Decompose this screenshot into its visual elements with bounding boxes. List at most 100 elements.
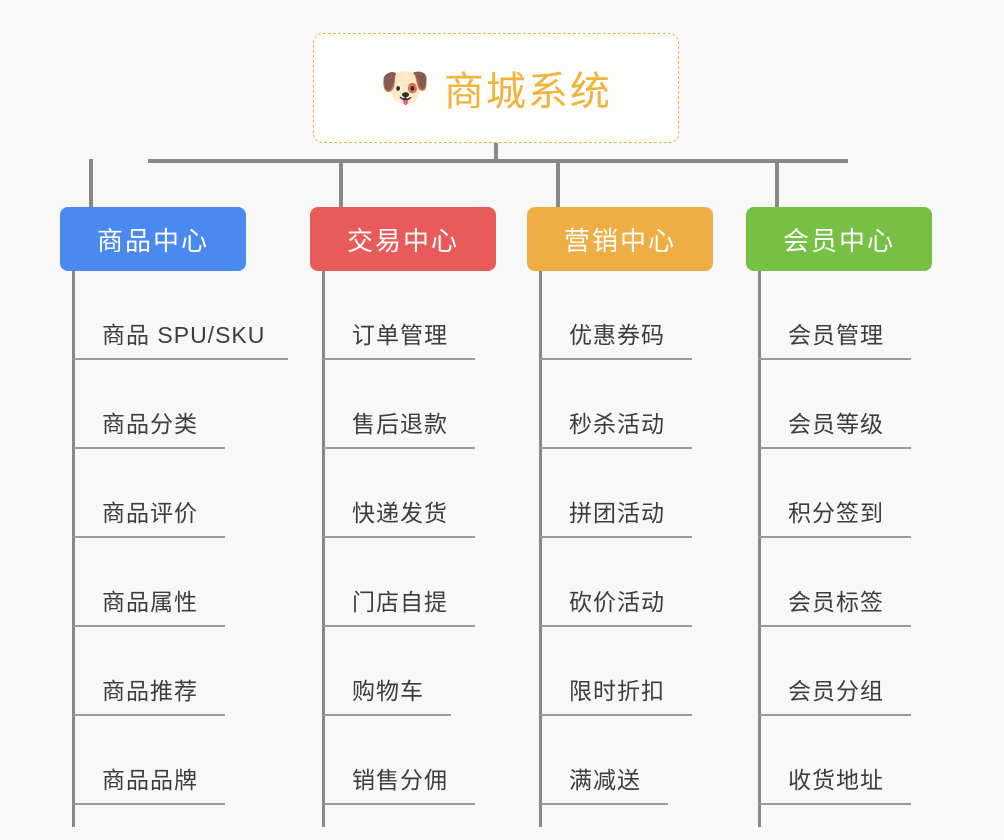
root-title: 商城系统	[443, 70, 612, 114]
leaf-label: 商品评价	[102, 500, 198, 526]
leaf-label: 商品属性	[102, 589, 198, 615]
leaf-item[interactable]: 商品 SPU/SKU	[60, 271, 288, 360]
leaf-label: 限时折扣	[569, 678, 665, 704]
branch-column-3: 营销中心优惠券码秒杀活动拼团活动砍价活动限时折扣满减送	[527, 207, 713, 827]
leaf-label: 销售分佣	[352, 767, 448, 793]
leaf-label: 收货地址	[788, 767, 884, 793]
leaf-underline	[323, 358, 475, 360]
leaf-underline	[73, 803, 225, 805]
leaf-item[interactable]: 会员分组	[746, 627, 932, 716]
branch-drop-connector-1	[89, 159, 93, 207]
leaf-underline	[73, 625, 225, 627]
leaf-label: 会员等级	[788, 411, 884, 437]
leaf-list-2: 订单管理售后退款快递发货门店自提购物车销售分佣	[310, 271, 496, 805]
leaf-label: 优惠券码	[569, 322, 665, 348]
leaf-underline	[323, 625, 475, 627]
leaf-underline	[759, 625, 911, 627]
leaf-item[interactable]: 门店自提	[310, 538, 496, 627]
leaf-item[interactable]: 购物车	[310, 627, 496, 716]
branch-header-label: 会员中心	[782, 225, 895, 256]
leaf-item[interactable]: 拼团活动	[527, 449, 713, 538]
leaf-item[interactable]: 会员等级	[746, 360, 932, 449]
leaf-underline	[323, 803, 475, 805]
branch-header-label: 交易中心	[346, 225, 459, 256]
leaf-item[interactable]: 商品品牌	[60, 716, 246, 805]
leaf-label: 秒杀活动	[569, 411, 665, 437]
leaf-item[interactable]: 积分签到	[746, 449, 932, 538]
branch-drop-connector-3	[556, 159, 560, 207]
leaf-label: 商品品牌	[102, 767, 198, 793]
leaf-item[interactable]: 售后退款	[310, 360, 496, 449]
leaf-label: 商品推荐	[102, 678, 198, 704]
root-stem-connector	[494, 143, 498, 163]
leaf-underline	[540, 447, 692, 449]
leaf-underline	[73, 714, 225, 716]
branch-column-2: 交易中心订单管理售后退款快递发货门店自提购物车销售分佣	[310, 207, 496, 827]
leaf-underline	[759, 358, 911, 360]
leaf-list-4: 会员管理会员等级积分签到会员标签会员分组收货地址	[746, 271, 932, 805]
shiba-dog-face-icon: 🐶	[380, 66, 430, 110]
horizontal-bus-connector	[148, 159, 848, 163]
leaf-item[interactable]: 会员管理	[746, 271, 932, 360]
branch-header-3[interactable]: 营销中心	[527, 207, 713, 271]
leaf-item[interactable]: 会员标签	[746, 538, 932, 627]
branch-drop-connector-4	[775, 159, 779, 207]
branch-column-1: 商品中心商品 SPU/SKU 商品分类商品评价商品属性商品推荐商品品牌	[60, 207, 288, 827]
leaf-label: 拼团活动	[569, 500, 665, 526]
leaf-item[interactable]: 满减送	[527, 716, 713, 805]
leaf-label: 砍价活动	[569, 589, 665, 615]
branch-drop-connector-2	[339, 159, 343, 207]
leaf-item[interactable]: 商品属性	[60, 538, 246, 627]
leaf-item[interactable]: 订单管理	[310, 271, 496, 360]
branch-spine-4	[758, 271, 761, 827]
leaf-underline	[73, 358, 288, 360]
leaf-item[interactable]: 商品推荐	[60, 627, 246, 716]
leaf-underline	[759, 803, 911, 805]
leaf-item[interactable]: 优惠券码	[527, 271, 713, 360]
leaf-label: 售后退款	[352, 411, 448, 437]
leaf-label: 积分签到	[788, 500, 884, 526]
leaf-item[interactable]: 商品分类	[60, 360, 246, 449]
leaf-underline	[759, 447, 911, 449]
leaf-item[interactable]: 秒杀活动	[527, 360, 713, 449]
leaf-item[interactable]: 砍价活动	[527, 538, 713, 627]
branch-spine-2	[322, 271, 325, 827]
branch-header-1[interactable]: 商品中心	[60, 207, 246, 271]
leaf-underline	[540, 536, 692, 538]
leaf-underline	[759, 536, 911, 538]
leaf-underline	[759, 714, 911, 716]
branch-header-label: 营销中心	[563, 225, 676, 256]
leaf-label: 商品 SPU/SKU	[102, 322, 266, 348]
leaf-label: 会员管理	[788, 322, 884, 348]
branch-header-label: 商品中心	[96, 225, 209, 256]
branch-spine-1	[72, 271, 75, 827]
leaf-underline	[73, 536, 225, 538]
leaf-label: 购物车	[352, 678, 424, 704]
leaf-label: 满减送	[569, 767, 641, 793]
leaf-label: 会员分组	[788, 678, 884, 704]
leaf-item[interactable]: 销售分佣	[310, 716, 496, 805]
leaf-underline	[540, 625, 692, 627]
leaf-underline	[540, 714, 692, 716]
leaf-underline	[73, 447, 225, 449]
leaf-underline	[323, 447, 475, 449]
root-node[interactable]: 🐶 商城系统	[313, 33, 679, 143]
leaf-underline	[323, 714, 451, 716]
leaf-label: 快递发货	[352, 500, 448, 526]
leaf-item[interactable]: 快递发货	[310, 449, 496, 538]
leaf-item[interactable]: 商品评价	[60, 449, 246, 538]
branch-header-2[interactable]: 交易中心	[310, 207, 496, 271]
leaf-item[interactable]: 收货地址	[746, 716, 932, 805]
branch-column-4: 会员中心会员管理会员等级积分签到会员标签会员分组收货地址	[746, 207, 932, 827]
leaf-label: 门店自提	[352, 589, 448, 615]
leaf-item[interactable]: 限时折扣	[527, 627, 713, 716]
leaf-list-3: 优惠券码秒杀活动拼团活动砍价活动限时折扣满减送	[527, 271, 713, 805]
leaf-label: 会员标签	[788, 589, 884, 615]
leaf-underline	[540, 803, 668, 805]
leaf-label: 商品分类	[102, 411, 198, 437]
leaf-label: 订单管理	[352, 322, 448, 348]
leaf-underline	[540, 358, 692, 360]
branch-header-4[interactable]: 会员中心	[746, 207, 932, 271]
leaf-underline	[323, 536, 475, 538]
leaf-list-1: 商品 SPU/SKU 商品分类商品评价商品属性商品推荐商品品牌	[60, 271, 288, 805]
